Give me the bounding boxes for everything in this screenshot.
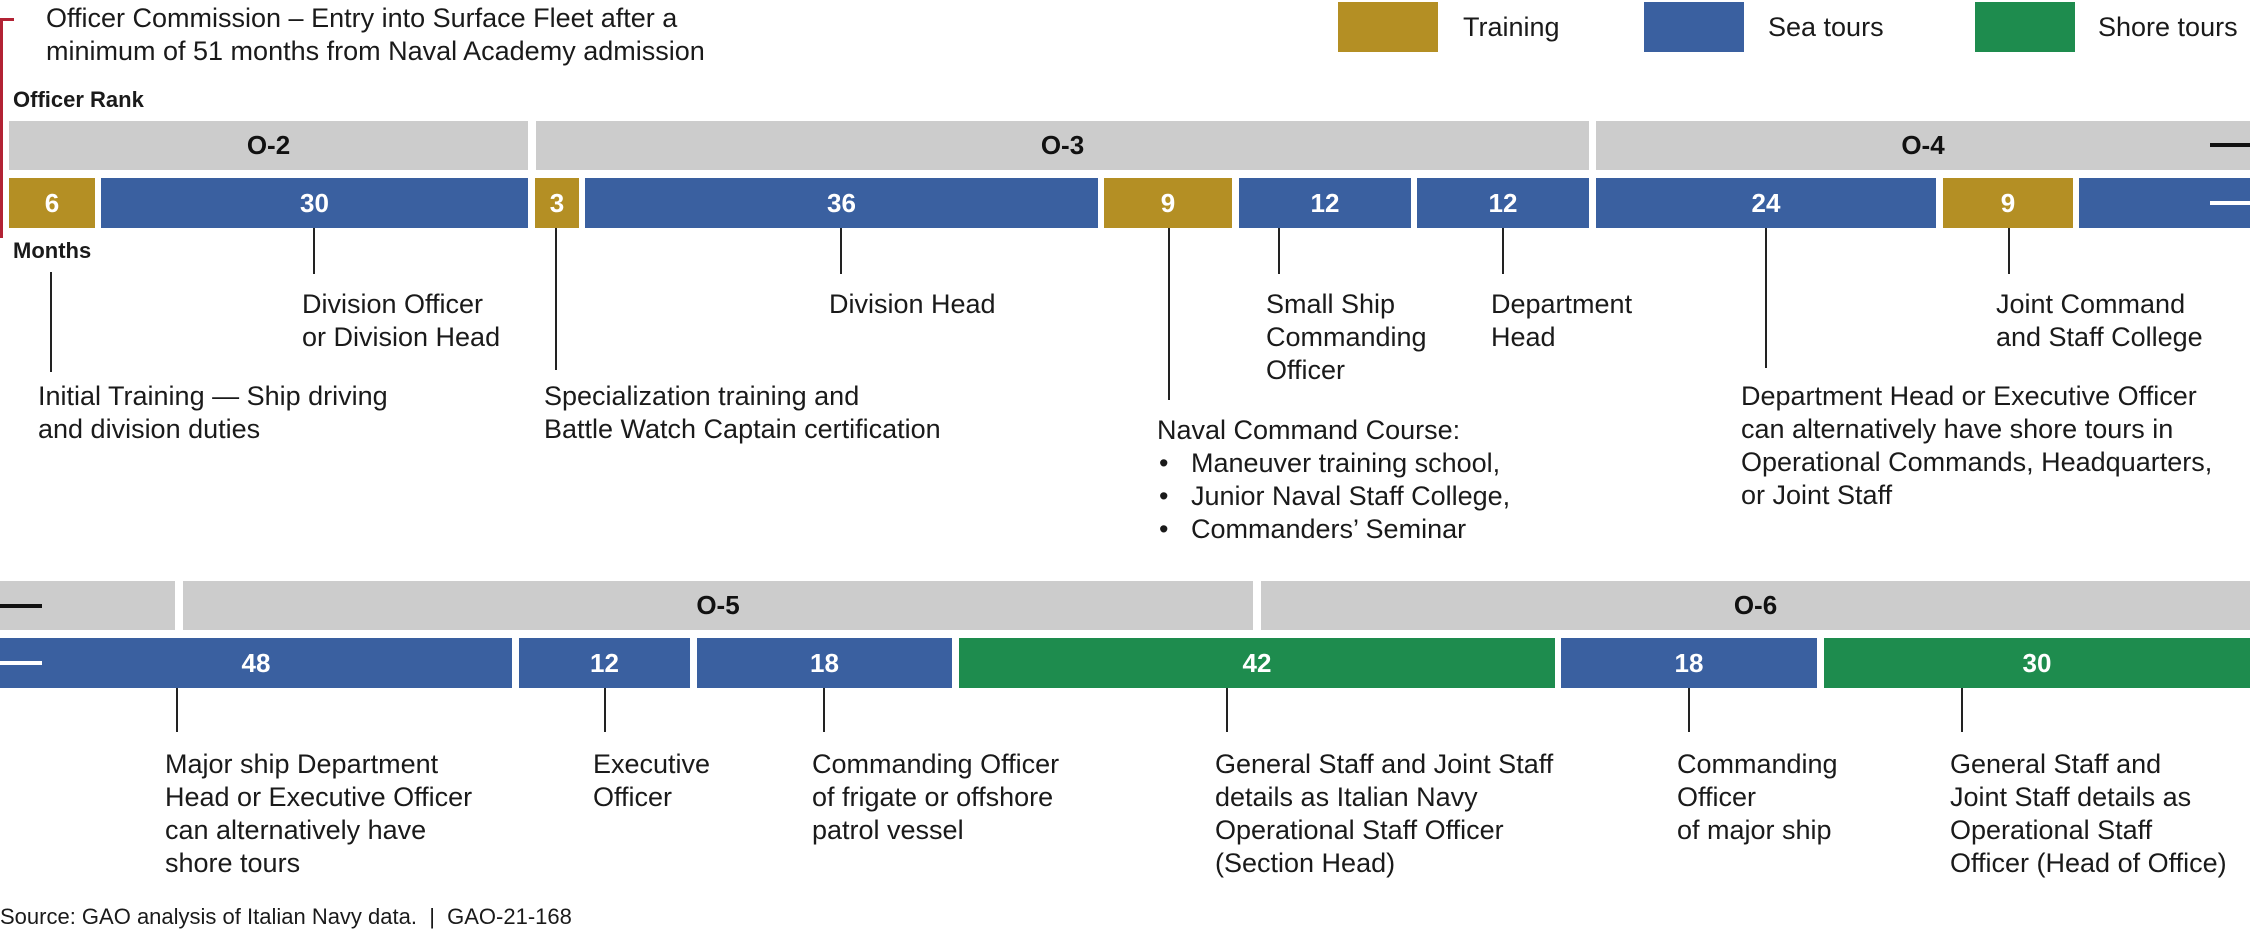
segment-co-frigate: 18	[697, 638, 952, 688]
continuation-marker	[2210, 143, 2250, 147]
continuation-marker	[0, 661, 42, 665]
legend-label-training: Training	[1463, 12, 1560, 42]
segment-division-officer: 30	[101, 178, 528, 228]
segment-general-staff-1: 42	[959, 638, 1555, 688]
leader-line	[1765, 228, 1767, 368]
officer-rank-header: Officer Rank	[13, 87, 144, 112]
leader-line	[555, 228, 557, 370]
legend-label-shore: Shore tours	[2098, 12, 2238, 42]
leader-line	[604, 688, 606, 732]
legend-label-sea: Sea tours	[1768, 12, 1884, 42]
commission-title-line2: minimum of 51 months from Naval Academy …	[46, 36, 705, 66]
segment-joint-command: 9	[1943, 178, 2073, 228]
leader-line	[50, 272, 52, 372]
leader-line	[2008, 228, 2010, 274]
segment-specialization: 3	[535, 178, 579, 228]
rank-o4: O-4	[1596, 121, 2250, 170]
months-header: Months	[13, 238, 92, 263]
leader-line	[1226, 688, 1228, 732]
label-division-head: Division Head	[829, 289, 996, 319]
leader-line	[176, 688, 178, 732]
segment-naval-command-course: 9	[1104, 178, 1232, 228]
legend-swatch-shore	[1975, 2, 2075, 52]
leader-line	[1168, 228, 1170, 400]
segment-executive-officer: 12	[519, 638, 690, 688]
leader-line	[1502, 228, 1504, 274]
commission-title-line1: Officer Commission – Entry into Surface …	[46, 3, 678, 33]
source-note: Source: GAO analysis of Italian Navy dat…	[0, 904, 572, 929]
commission-marker	[0, 10, 14, 238]
legend-swatch-training	[1338, 2, 1438, 52]
rank-o5: O-5	[183, 581, 1253, 630]
segment-department-head: 12	[1417, 178, 1589, 228]
rank-o3: O-3	[536, 121, 1589, 170]
segment-co-major-ship: 18	[1561, 638, 1817, 688]
continuation-marker	[2210, 201, 2250, 205]
segment-division-head: 36	[585, 178, 1098, 228]
leader-line	[313, 228, 315, 274]
segment-small-ship-co: 12	[1239, 178, 1411, 228]
segment-general-staff-2: 30	[1824, 638, 2250, 688]
segment-initial-training: 6	[9, 178, 95, 228]
leader-line	[1278, 228, 1280, 274]
label-naval-command-course: Naval Command Course: Maneuver training …	[1157, 414, 1510, 546]
leader-line	[840, 228, 842, 274]
rank-o2: O-2	[9, 121, 528, 170]
leader-line	[1688, 688, 1690, 732]
segment-major-ship-dept: 48	[0, 638, 512, 688]
legend-swatch-sea	[1644, 2, 1744, 52]
segment-dept-or-exec: 24	[1596, 178, 1936, 228]
leader-line	[1961, 688, 1963, 732]
rank-o6: O-6	[1261, 581, 2250, 630]
leader-line	[823, 688, 825, 732]
continuation-marker	[0, 604, 42, 608]
